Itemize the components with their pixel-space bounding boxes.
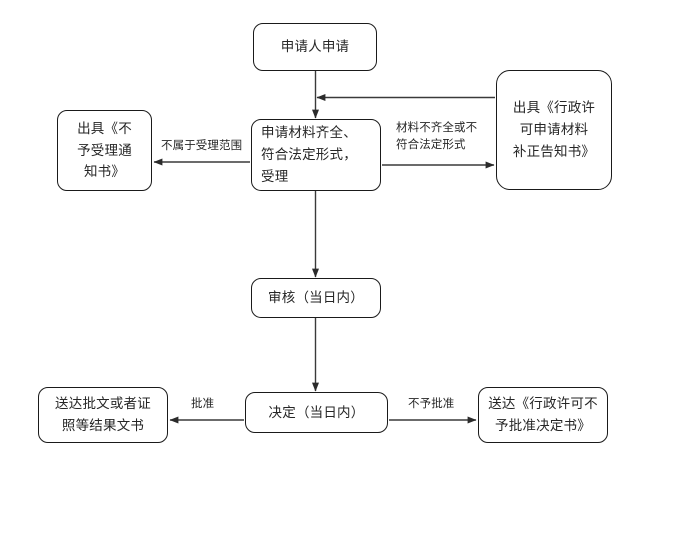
node-decision-same-day-label: 决定（当日内） [268, 404, 365, 420]
node-materials-complete-accept[interactable]: 申请材料齐全、 符合法定形式， 受理 [251, 119, 381, 191]
edge-label-approved: 批准 [191, 398, 215, 410]
edge-label-not-in-scope: 不属于受理范围 [161, 140, 243, 152]
node-issue-non-acceptance-notice-label: 出具《不 予受理通 知书》 [77, 120, 132, 180]
node-issue-correction-notice-label: 出具《行政许 可申请材料 补正告知书》 [512, 100, 596, 159]
node-issue-non-acceptance-notice[interactable]: 出具《不 予受理通 知书》 [57, 110, 152, 191]
node-deliver-disapproval-decision[interactable]: 送达《行政许可不 予批准决定书》 [478, 387, 608, 443]
node-review-same-day-label: 审核（当日内） [268, 290, 364, 306]
node-deliver-disapproval-decision-label: 送达《行政许可不 予批准决定书》 [488, 396, 598, 433]
edge-label-not-approved: 不予批准 [408, 398, 455, 410]
node-decision-same-day[interactable]: 决定（当日内） [245, 392, 388, 433]
node-review-same-day[interactable]: 审核（当日内） [251, 278, 381, 318]
node-applicant-apply-label: 申请人申请 [280, 39, 350, 55]
node-deliver-approval-documents-label: 送达批文或者证 照等结果文书 [55, 396, 151, 433]
edge-label-materials-incomplete: 材料不齐全或不 符合法定形式 [396, 122, 478, 151]
node-applicant-apply[interactable]: 申请人申请 [253, 23, 377, 71]
node-materials-complete-accept-label: 申请材料齐全、 符合法定形式， 受理 [261, 125, 357, 184]
node-issue-correction-notice[interactable]: 出具《行政许 可申请材料 补正告知书》 [496, 70, 612, 190]
node-deliver-approval-documents[interactable]: 送达批文或者证 照等结果文书 [38, 387, 168, 443]
